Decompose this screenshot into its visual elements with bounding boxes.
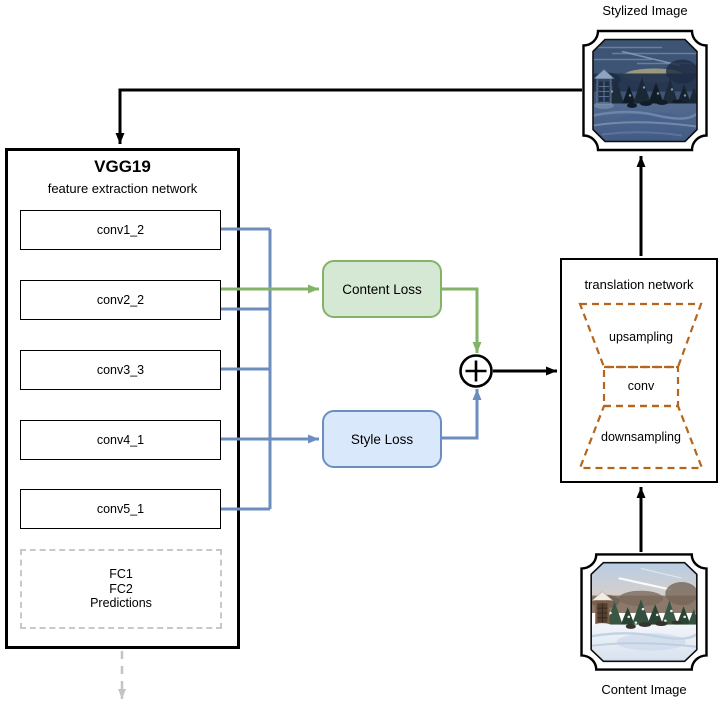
content-loss-label: Content Loss [342,281,422,297]
vgg-layer-conv1_2: conv1_2 [20,210,221,250]
stylized-image-label: Stylized Image [602,3,688,18]
bushes [627,99,682,108]
vgg-layer-conv3_3: conv3_3 [20,350,221,390]
translation-block-conv-label: conv [627,379,655,393]
translation-network-title: translation network [584,277,694,292]
well-house [591,591,614,630]
style-loss-box: Style Loss [322,410,442,468]
vgg-layer-label: conv2_2 [96,293,145,307]
contrail [618,577,672,591]
vgg-fc-block: FC1 FC2 Predictions [20,549,222,629]
fc-line: FC2 [109,581,133,596]
translation-block-upsampling-label: upsampling [609,330,673,344]
vgg-layer-label: conv1_2 [96,223,145,237]
translation-block-downsampling-label: downsampling [601,430,681,444]
sum-node [459,354,493,388]
stylized-to-vgg-feedback-arrow [115,88,582,144]
vgg-layer-label: conv5_1 [96,502,145,516]
content-image-frame [580,553,708,671]
photo-bevel-border [590,561,698,663]
vgg-subtitle: feature extraction network [47,181,198,196]
bushes [625,620,682,629]
vgg-layer-label: conv3_3 [96,363,145,377]
snow-flecks [610,86,687,97]
photo-bevel-border [592,38,698,143]
stylized-image-photo [582,29,708,152]
vgg-layer-label: conv4_1 [96,433,145,447]
fc-line: Predictions [90,596,152,611]
content-loss-box: Content Loss [322,260,442,318]
snow-flecks [609,607,686,624]
fc-line: FC1 [109,567,133,582]
plus-icon [465,360,487,382]
well-house [593,69,615,109]
vgg-title: VGG19 [94,157,151,176]
content-image-label: Content Image [601,682,687,697]
style-loss-to-sum-arrow [442,389,482,440]
content-photo-art [591,562,697,662]
content-image-photo [580,553,708,671]
stylized-photo-art [593,39,697,142]
vgg-layer-conv5_1: conv5_1 [20,489,221,529]
vgg-layer-conv4_1: conv4_1 [20,420,221,460]
style-loss-label: Style Loss [350,431,414,447]
content-loss-to-sum-arrow [442,287,482,353]
vgg-layer-conv2_2: conv2_2 [20,280,221,320]
stylized-image-frame [582,29,708,152]
